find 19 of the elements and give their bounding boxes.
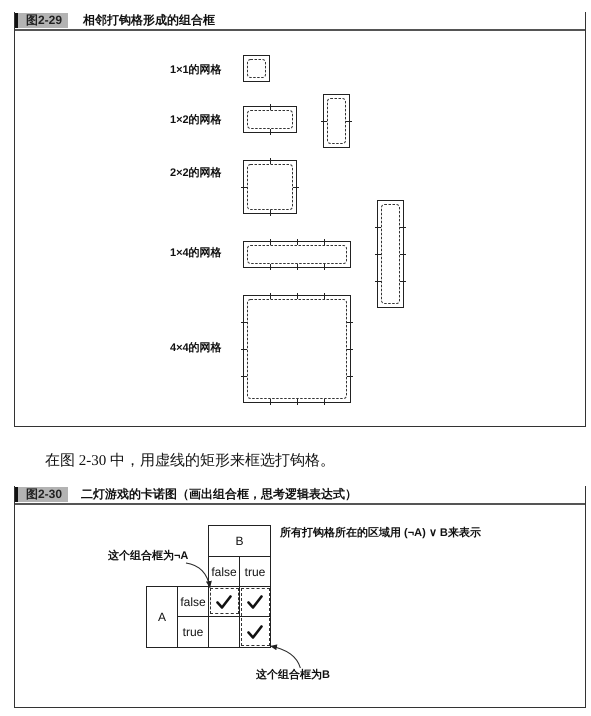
figure-number: 图2-30 bbox=[15, 487, 68, 502]
table-cell: B bbox=[208, 525, 271, 557]
grid-label: 1×1的网格 bbox=[170, 63, 222, 77]
figure-panel bbox=[14, 12, 586, 427]
table-cell: A bbox=[146, 586, 178, 648]
callout-text: 这个组合框为B bbox=[256, 668, 330, 682]
figure-number: 图2-29 bbox=[15, 13, 68, 28]
body-text: 在图 2-30 中，用虚线的矩形来框选打钩格。 bbox=[45, 452, 335, 470]
callout-text: 这个组合框为¬A bbox=[108, 549, 188, 563]
figure-panel bbox=[14, 486, 586, 708]
leader-line bbox=[185, 562, 212, 588]
note-text: 所有打钩格所在的区域用 (¬A) ∨ B来表示 bbox=[280, 526, 481, 540]
grid-label: 4×4的网格 bbox=[170, 341, 222, 355]
grid-label: 2×2的网格 bbox=[170, 166, 222, 180]
leader-line bbox=[270, 644, 301, 668]
grid-label: 1×2的网格 bbox=[170, 113, 222, 127]
grid-label: 1×4的网格 bbox=[170, 246, 222, 260]
figure-title: 相邻打钩格形成的组合框 bbox=[83, 13, 215, 28]
figure-title: 二灯游戏的卡诺图（画出组合框，思考逻辑表达式） bbox=[81, 487, 357, 502]
